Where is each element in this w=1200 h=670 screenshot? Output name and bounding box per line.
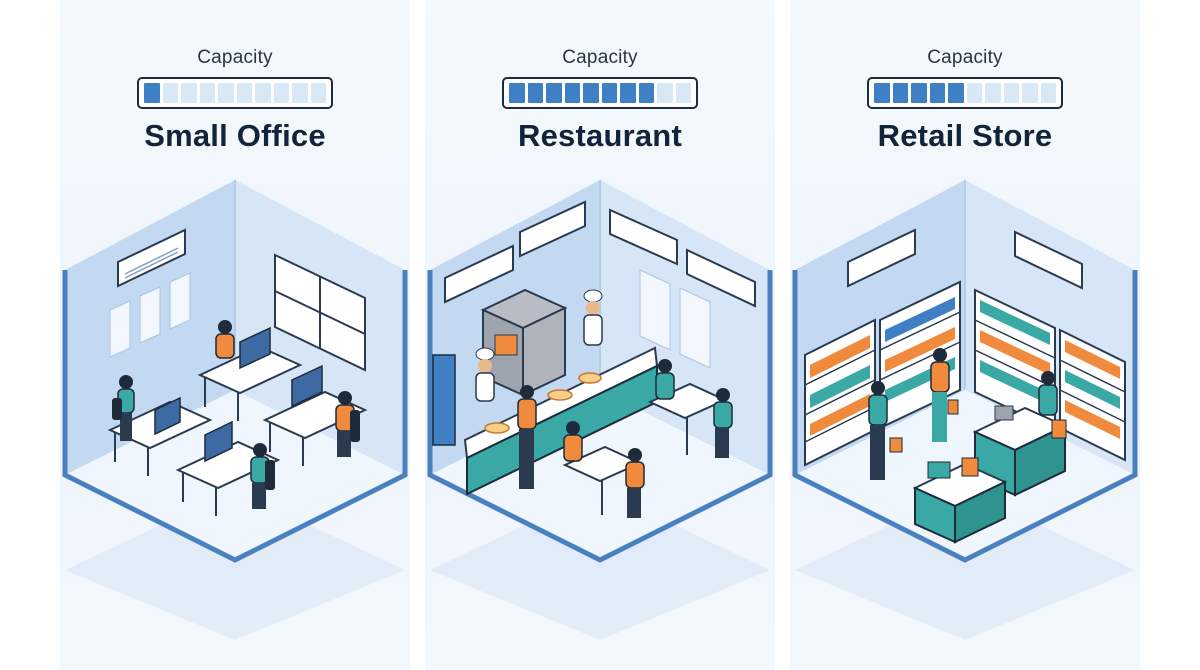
capacity-segment xyxy=(509,83,525,103)
capacity-segment xyxy=(1040,83,1056,103)
person-icon xyxy=(713,388,733,458)
chef-icon xyxy=(583,289,603,346)
capacity-segment xyxy=(892,83,908,103)
capacity-segment xyxy=(144,83,160,103)
capacity-segment xyxy=(181,83,197,103)
capacity-segment xyxy=(620,83,636,103)
person-icon xyxy=(563,421,583,462)
panel-restaurant: Capacity Restaurant xyxy=(425,0,775,670)
kitchen-counter xyxy=(432,346,659,496)
person-icon xyxy=(655,359,675,400)
capacity-segment xyxy=(966,83,982,103)
capacity-segment xyxy=(564,83,580,103)
capacity-meter xyxy=(867,77,1063,109)
monitor-icon xyxy=(154,326,323,463)
retail-store-illustration xyxy=(792,180,1138,640)
capacity-segment xyxy=(292,83,308,103)
shelf-icon xyxy=(974,288,1056,432)
restaurant-illustration xyxy=(427,180,773,640)
shopping-bag-icon xyxy=(889,437,903,453)
panel-retail-store: Capacity Retail Store xyxy=(790,0,1140,670)
capacity-label: Capacity xyxy=(562,47,638,68)
person-icon xyxy=(625,448,645,518)
capacity-segment xyxy=(310,83,326,103)
shelf-icon xyxy=(804,318,876,467)
capacity-meter xyxy=(137,77,333,109)
capacity-label: Capacity xyxy=(197,47,273,68)
capacity-label: Capacity xyxy=(927,47,1003,68)
panel-small-office: Capacity Small Office xyxy=(60,0,410,670)
shelf-icon xyxy=(1059,328,1126,462)
capacity-segment xyxy=(911,83,927,103)
capacity-segment xyxy=(546,83,562,103)
panel-title: Restaurant xyxy=(518,118,682,153)
capacity-segment xyxy=(657,83,673,103)
capacity-segment xyxy=(675,83,691,103)
person-icon xyxy=(517,385,537,489)
capacity-segment xyxy=(1003,83,1019,103)
desk-icon xyxy=(107,345,368,516)
capacity-segment xyxy=(218,83,234,103)
office-chair-icon xyxy=(112,398,360,490)
capacity-segment xyxy=(255,83,271,103)
display-table xyxy=(912,457,1008,544)
capacity-segment xyxy=(601,83,617,103)
panel-title: Retail Store xyxy=(877,118,1053,153)
capacity-segment xyxy=(527,83,543,103)
capacity-segment xyxy=(985,83,1001,103)
capacity-segment xyxy=(273,83,289,103)
shopping-bag-icon xyxy=(1051,419,1067,439)
capacity-meter xyxy=(502,77,698,109)
window-icon xyxy=(274,253,366,372)
person-icon xyxy=(335,391,355,457)
chef-icon xyxy=(475,347,495,402)
person-icon xyxy=(215,320,235,359)
air-conditioner-icon xyxy=(444,200,756,308)
person-icon xyxy=(930,348,959,442)
oven-icon xyxy=(480,288,568,397)
panel-title: Small Office xyxy=(144,118,326,153)
capacity-segment xyxy=(638,83,654,103)
small-office-illustration xyxy=(62,180,408,640)
capacity-segment xyxy=(236,83,252,103)
pizza-icon xyxy=(484,372,602,434)
capacity-segment xyxy=(929,83,945,103)
person-icon xyxy=(1038,371,1067,439)
capacity-segment xyxy=(874,83,890,103)
capacity-segment xyxy=(1022,83,1038,103)
capacity-segment xyxy=(948,83,964,103)
capacity-segment xyxy=(199,83,215,103)
air-conditioner-icon xyxy=(847,228,1083,290)
capacity-segment xyxy=(583,83,599,103)
air-conditioner-icon xyxy=(117,228,186,288)
capacity-segment xyxy=(162,83,178,103)
person-icon xyxy=(868,381,903,480)
shopping-bag-icon xyxy=(947,399,959,415)
